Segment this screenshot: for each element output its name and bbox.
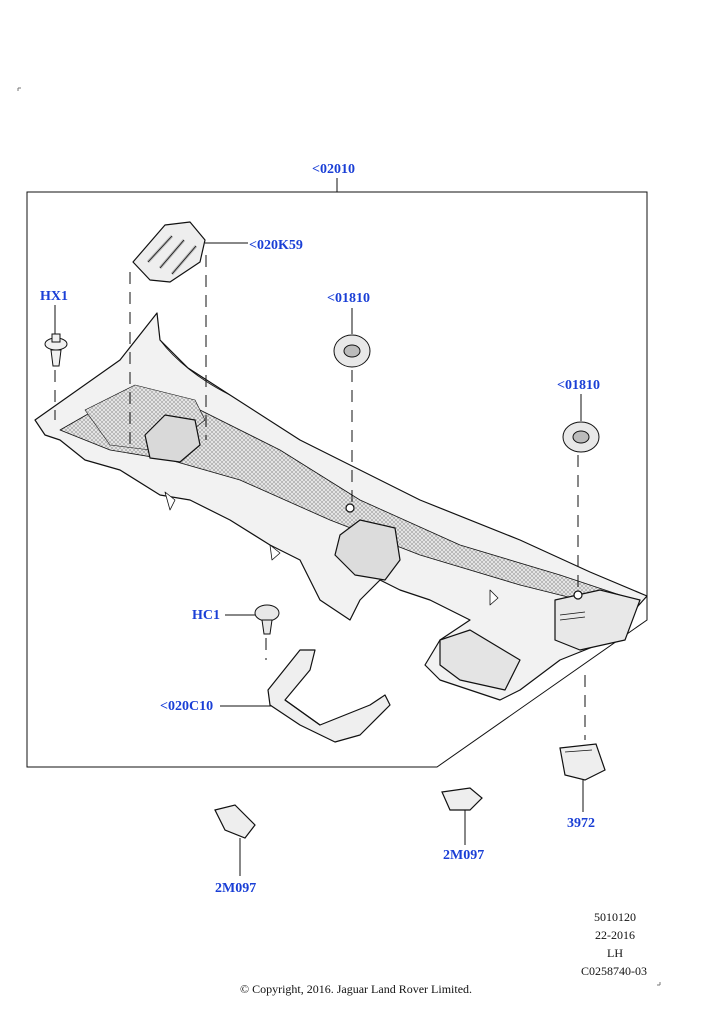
assembly-frame (26, 191, 648, 768)
copyright-notice: © Copyright, 2016. Jaguar Land Rover Lim… (239, 982, 473, 996)
grille-cover-part (132, 221, 206, 283)
label-seal-3972: 3972 (567, 816, 595, 831)
label-bracket: <020C10 (160, 699, 214, 714)
ref-side: LH (607, 946, 623, 960)
ref-number: 5010120 (594, 910, 636, 924)
ref-code: C0258740-03 (581, 964, 647, 978)
label-clip-hc1: HC1 (192, 608, 220, 623)
grommet-center-part (333, 334, 371, 368)
label-grommet-center: <01810 (327, 291, 370, 306)
seal-2m097-mid-part (441, 787, 483, 811)
label-assembly: <02010 (312, 162, 355, 177)
corner-mark-bottom-right (657, 982, 661, 986)
label-grille-cover: <020K59 (249, 238, 303, 253)
ref-date: 22-2016 (595, 928, 635, 942)
seal-2m097-left-part (214, 804, 256, 839)
label-seal-2m097-mid: 2M097 (443, 848, 485, 863)
seal-3972-part (559, 743, 606, 781)
cowl-panel (34, 312, 648, 701)
label-grommet-right: <01810 (557, 378, 600, 393)
corner-mark-top-left (17, 87, 21, 91)
bracket-part (267, 649, 391, 743)
label-pin-hx1: HX1 (40, 289, 68, 304)
grommet-right-part (562, 421, 600, 453)
pin-hx1-part (44, 333, 68, 367)
label-seal-2m097-left: 2M097 (215, 881, 257, 896)
clip-hc1-part (254, 604, 280, 635)
